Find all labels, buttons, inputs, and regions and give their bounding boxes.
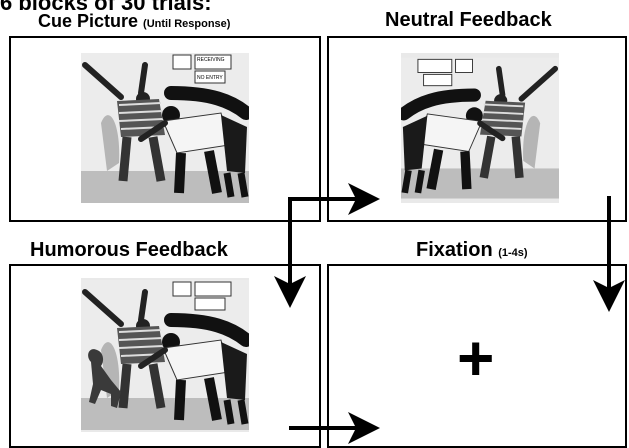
neutral-title: Neutral Feedback: [385, 10, 552, 30]
police-search-photo-mirrored: [401, 57, 559, 199]
police-search-photo: RECEIVING NO ENTRY: [81, 53, 249, 203]
humorous-photo: [81, 278, 249, 432]
humorous-title-text: Humorous Feedback: [30, 239, 228, 261]
fixation-cross: +: [457, 322, 495, 394]
humorous-panel: [9, 264, 321, 448]
dog-shape: [88, 349, 121, 408]
fixation-duration-note: (1-4s): [498, 247, 528, 259]
humorous-title: Humorous Feedback: [30, 240, 228, 260]
neutral-title-text: Neutral Feedback: [385, 9, 552, 31]
fixation-panel: +: [327, 264, 627, 448]
cue-title: Cue Picture (Until Response): [38, 12, 230, 30]
cue-photo: RECEIVING NO ENTRY: [81, 53, 249, 203]
neutral-panel: [327, 36, 627, 222]
block-heading: 6 blocks of 30 trials:: [0, 0, 212, 15]
cue-duration-note: (Until Response): [143, 18, 231, 30]
photo-sign-line1: RECEIVING: [197, 57, 225, 63]
cue-title-text: Cue Picture: [38, 11, 139, 31]
photo-sign-line2: NO ENTRY: [197, 75, 223, 81]
fixation-title-text: Fixation: [416, 239, 493, 261]
cue-panel: RECEIVING NO ENTRY: [9, 36, 321, 222]
neutral-photo: [401, 53, 559, 203]
police-search-photo-with-dog: [81, 280, 249, 430]
fixation-title: Fixation (1-4s): [416, 240, 528, 260]
